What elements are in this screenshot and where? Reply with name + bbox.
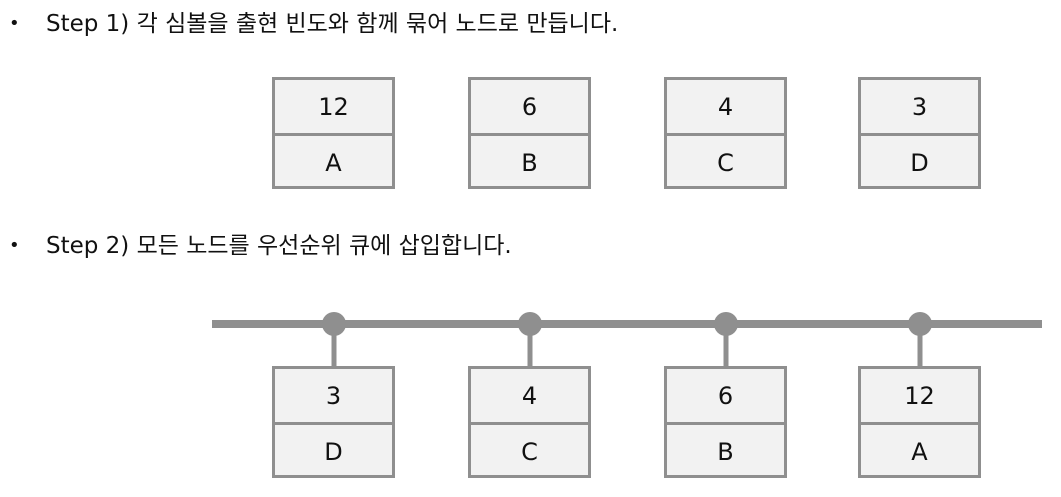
node-symbol: A	[275, 133, 392, 189]
node-symbol: D	[861, 133, 978, 189]
node-symbol: C	[667, 133, 784, 189]
node-symbol: B	[667, 422, 784, 478]
node-step1-1: 12 A	[272, 77, 395, 189]
node-symbol: B	[471, 133, 588, 189]
node-step2-2: 4 C	[468, 366, 591, 478]
node-step2-4: 12 A	[858, 366, 981, 478]
bullet-icon: •	[9, 235, 20, 256]
node-step2-1: 3 D	[272, 366, 395, 478]
step-1-text: Step 1) 각 심볼을 출현 빈도와 함께 묶어 노드로 만듭니다.	[46, 11, 619, 37]
node-step1-4: 3 D	[858, 77, 981, 189]
node-frequency: 3	[911, 92, 928, 121]
node-frequency: 4	[717, 92, 734, 121]
node-step2-3: 6 B	[664, 366, 787, 478]
node-frequency: 3	[325, 381, 342, 410]
node-symbol: A	[861, 422, 978, 478]
queue-slot-dot	[518, 312, 542, 336]
node-frequency: 6	[521, 92, 538, 121]
queue-slot-dot	[714, 312, 738, 336]
node-step1-3: 4 C	[664, 77, 787, 189]
bullet-icon: •	[9, 13, 20, 34]
node-frequency: 12	[318, 92, 349, 121]
node-frequency: 12	[904, 381, 935, 410]
node-step1-2: 6 B	[468, 77, 591, 189]
queue-slot-dot	[908, 312, 932, 336]
node-frequency: 6	[717, 381, 734, 410]
node-symbol: C	[471, 422, 588, 478]
node-frequency: 4	[521, 381, 538, 410]
queue-slot-dot	[322, 312, 346, 336]
step-2-text: Step 2) 모든 노드를 우선순위 큐에 삽입합니다.	[46, 233, 512, 259]
node-symbol: D	[275, 422, 392, 478]
